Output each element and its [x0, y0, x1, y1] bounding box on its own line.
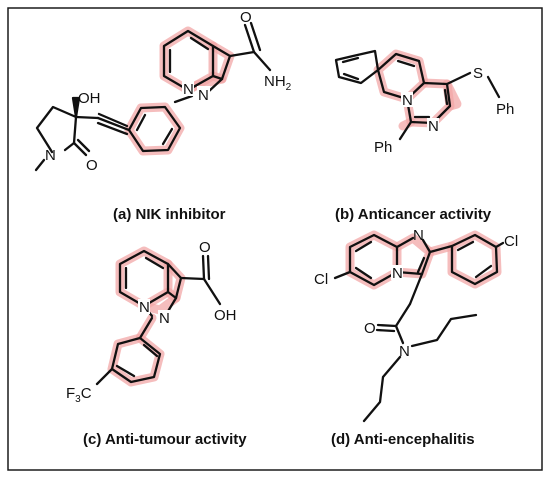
panel-d-o-label: O: [364, 320, 376, 337]
panel-c-f-text: F: [66, 385, 75, 402]
panel-d-cl-left-label: Cl: [314, 271, 328, 288]
panel-a-highlight: [124, 26, 235, 156]
panel-b-bridge-n-label: N: [402, 92, 413, 109]
panel-d-structure: [333, 230, 505, 423]
panel-b-ph-label: Ph: [374, 139, 392, 156]
panel-d-bridge-n-label: N: [392, 265, 403, 282]
panel-c-f3-sub: 3: [75, 394, 81, 405]
panel-d-n-label: N: [413, 227, 424, 244]
panel-c-f3c-label: F3C: [66, 385, 92, 405]
panel-d-cl-right-label: Cl: [504, 233, 518, 250]
panel-a-lactam-o-label: O: [86, 157, 98, 174]
panel-b-caption: (b) Anticancer activity: [335, 206, 492, 223]
panel-a-oh-label: OH: [78, 90, 101, 107]
panel-a-nh2-label: NH2: [264, 73, 292, 93]
panel-a-amide-o-label: O: [240, 9, 252, 26]
panel-c-caption: (c) Anti-tumour activity: [83, 431, 247, 448]
panel-a-bridge-n-label: N: [183, 81, 194, 98]
panel-c-imidazole-n-label: N: [159, 310, 170, 327]
panel-d-caption: (d) Anti-encephalitis: [331, 431, 475, 448]
panel-a-nh2-sub: 2: [286, 82, 292, 93]
panel-d-amide-n-label: N: [399, 343, 410, 360]
panel-c-o-label: O: [199, 239, 211, 256]
panel-b-s-label: S: [473, 65, 483, 82]
panel-a-nh-text: NH: [264, 73, 286, 90]
panel-c-bridge-n-label: N: [139, 299, 150, 316]
figure-frame: [7, 7, 543, 471]
panel-b-sph-label: Ph: [496, 101, 514, 118]
panel-c-highlight: [107, 246, 186, 387]
panel-a-n-label: N: [45, 147, 56, 164]
panel-c-oh-label: OH: [214, 307, 237, 324]
ring-nitrogen-labels: N N N N N N N: [138, 80, 439, 327]
panel-b-imidazole-n-label: N: [428, 118, 439, 135]
panel-a-structure: [34, 21, 272, 172]
panel-c-c-text: C: [81, 385, 92, 402]
panel-a-caption: (a) NIK inhibitor: [113, 206, 226, 223]
panel-a-imidazole-n-label: N: [198, 87, 209, 104]
